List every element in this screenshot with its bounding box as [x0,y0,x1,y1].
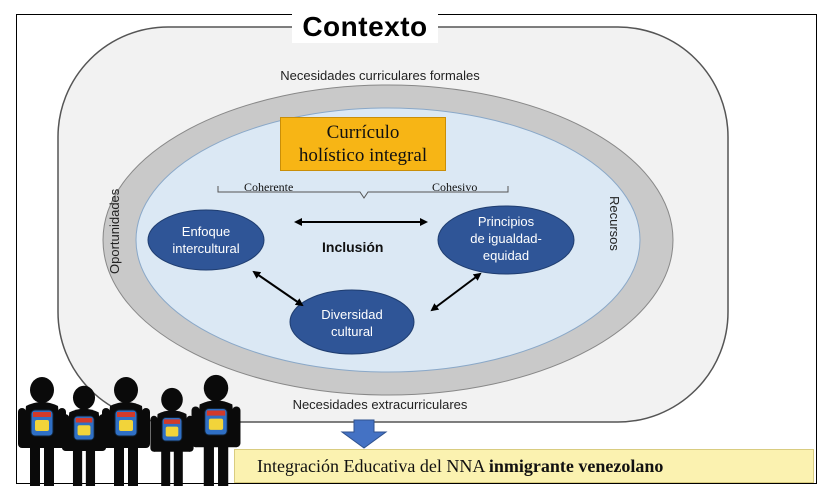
diversidad-text: Diversidad cultural [297,306,407,340]
curriculum-line1: Currículo [326,122,400,143]
banner-immigrant: inmigrante [488,456,574,476]
principios-text: Principios de igualdad- equidad [446,213,566,264]
principios-line3: equidad [482,248,530,263]
principios-line2: de igualdad- [470,231,542,246]
enfoque-text: Enfoque intercultural [156,223,256,257]
inclusion-label: Inclusión [322,239,384,255]
down-arrow-icon [340,419,388,449]
curriculum-box: Currículo holístico integral [280,117,446,171]
child-figure [191,374,241,486]
banner-prefix: Integración Educativa del NNA [257,456,489,476]
node-diversidad-cultural [289,289,415,355]
banner-venezuelan: venezolano [573,456,664,476]
curriculum-bracket [217,186,509,199]
arrow-principios-diversidad [430,272,482,312]
diversidad-line2: cultural [331,324,373,339]
context-title: Contexto [292,11,438,43]
extracurricular-needs-label: Necesidades extracurriculares [292,397,468,412]
enfoque-line1: Enfoque [181,224,231,239]
children-silhouette-icon [18,374,241,486]
principios-line1: Principios [477,214,535,229]
diversidad-line1: Diversidad [321,307,383,322]
integration-banner: Integración Educativa del NNA inmigrante… [234,449,814,483]
curriculum-line2: holístico integral [298,145,428,166]
cohesive-label: Cohesivo [432,180,478,194]
arrow-enfoque-diversidad [252,270,304,307]
formal-needs-label: Necesidades curriculares formales [280,68,480,83]
coherent-label: Coherente [244,180,294,194]
resources-label: Recursos [607,196,622,251]
child-figure [61,385,107,486]
enfoque-line2: intercultural [172,241,240,256]
opportunities-label: Oportunidades [107,189,122,274]
child-figure [102,377,150,486]
node-principios-igualdad [437,205,575,275]
child-figure [18,377,66,486]
node-enfoque-intercultural [147,209,265,271]
